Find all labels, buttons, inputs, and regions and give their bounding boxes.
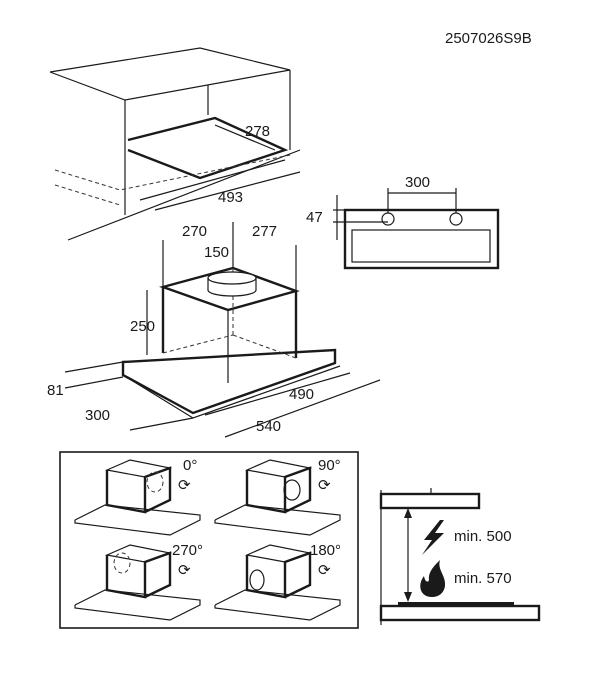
hole-spacing-label: 300 xyxy=(405,174,430,191)
rotate-icon: ⟳ xyxy=(178,562,191,579)
hood-drawing: 270 277 150 250 81 300 490 540 xyxy=(47,222,381,438)
product-code: 2507026S9B xyxy=(445,30,532,47)
rotation-panel: 0° ⟳ 90° ⟳ 270° ⟳ 180° ⟳ xyxy=(59,451,359,629)
right-offset-label: 277 xyxy=(252,223,277,240)
rotate-icon: ⟳ xyxy=(318,477,331,494)
rotate-icon: ⟳ xyxy=(178,477,191,494)
depth-label: 300 xyxy=(85,407,110,424)
gas-clearance-label: min. 570 xyxy=(454,570,512,587)
inner-width-label: 490 xyxy=(289,386,314,403)
lightning-icon xyxy=(422,520,444,555)
electric-clearance-label: min. 500 xyxy=(454,528,512,545)
outer-width-label: 540 xyxy=(256,418,281,435)
rotation-0: 0° ⟳ xyxy=(74,457,201,536)
cabinet-depth-label: 278 xyxy=(245,123,270,140)
cabinet-drawing: 278 493 xyxy=(49,47,301,241)
base-height-label: 81 xyxy=(47,382,64,399)
rotation-label-270: 270° xyxy=(172,542,203,559)
hole-layout-drawing: 300 47 xyxy=(306,174,500,270)
rotation-label-90: 90° xyxy=(318,457,341,474)
rotation-label-180: 180° xyxy=(310,542,341,559)
clearance-diagram: min. 500 min. 570 xyxy=(379,488,541,625)
box-height-label: 250 xyxy=(130,318,155,335)
hole-offset-label: 47 xyxy=(306,209,323,226)
flame-icon xyxy=(420,560,446,597)
rotation-270: 270° ⟳ xyxy=(74,542,203,621)
duct-diameter-label: 150 xyxy=(204,244,229,261)
rotation-label-0: 0° xyxy=(183,457,197,474)
rotate-icon: ⟳ xyxy=(318,562,331,579)
rotation-180: 180° ⟳ xyxy=(214,542,341,621)
rotation-90: 90° ⟳ xyxy=(214,457,341,536)
left-offset-label: 270 xyxy=(182,223,207,240)
cabinet-width-label: 493 xyxy=(218,189,243,206)
